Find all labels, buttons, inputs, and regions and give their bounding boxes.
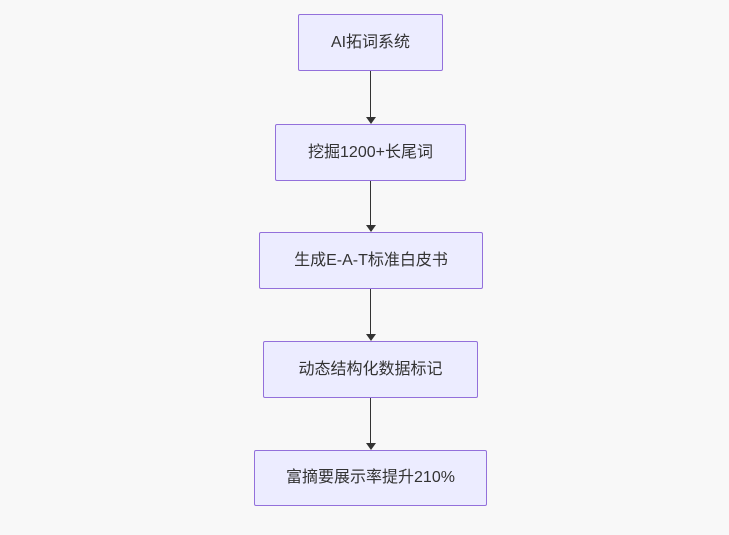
edge-line (369, 398, 371, 444)
arrowhead-down-icon (365, 117, 376, 124)
flow-edge-3 (364, 289, 377, 341)
edge-line (369, 289, 371, 335)
node-label: 生成E-A-T标准白皮书 (294, 251, 448, 269)
flow-node-ai-system: AI拓词系统 (298, 14, 443, 71)
flow-edge-1 (364, 71, 377, 124)
flow-node-structured-data: 动态结构化数据标记 (263, 341, 478, 398)
flow-node-rich-snippet-result: 富摘要展示率提升210% (254, 450, 487, 506)
flow-node-longtail-keywords: 挖掘1200+长尾词 (275, 124, 466, 181)
node-label: 动态结构化数据标记 (298, 360, 443, 378)
node-label: AI拓词系统 (330, 33, 411, 51)
flow-edge-2 (364, 181, 377, 232)
flow-edge-4 (364, 398, 377, 450)
node-label: 挖掘1200+长尾词 (308, 143, 433, 161)
arrowhead-down-icon (365, 225, 376, 232)
edge-line (369, 181, 371, 226)
arrowhead-down-icon (365, 443, 376, 450)
edge-line (369, 71, 371, 118)
node-label: 富摘要展示率提升210% (286, 469, 455, 487)
flow-node-eat-whitepaper: 生成E-A-T标准白皮书 (259, 232, 483, 289)
arrowhead-down-icon (365, 334, 376, 341)
